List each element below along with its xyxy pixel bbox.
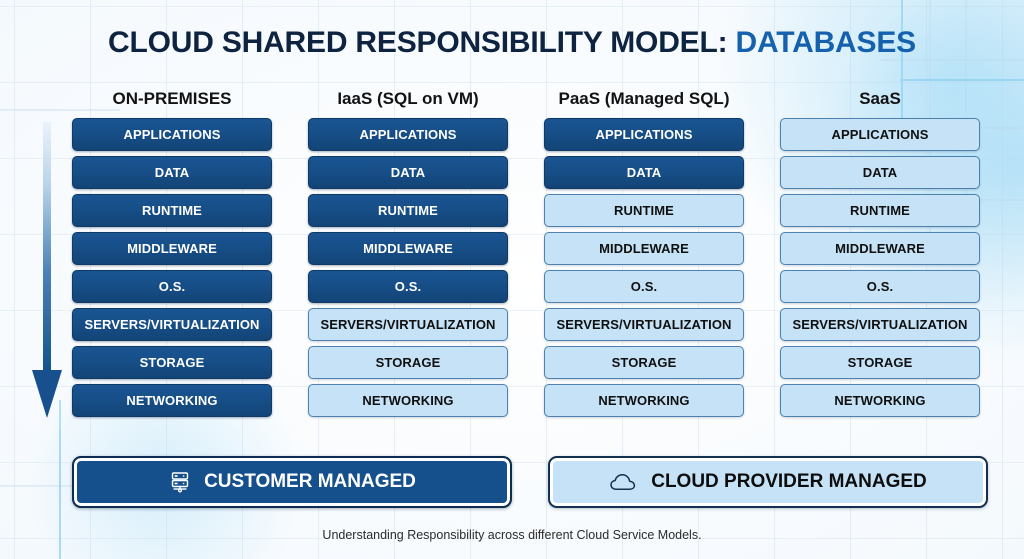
column-header-paas: PaaS (Managed SQL) [558, 89, 730, 108]
column-iaas: IaaS (SQL on VM) APPLICATIONS DATA RUNTI… [308, 86, 508, 417]
layer-applications[interactable]: APPLICATIONS [308, 118, 508, 151]
layer-os[interactable]: O.S. [72, 270, 272, 303]
responsibility-direction-arrow-icon [32, 122, 62, 418]
layer-stack-saas: APPLICATIONS DATA RUNTIME MIDDLEWARE O.S… [780, 118, 980, 417]
layer-storage[interactable]: STORAGE [544, 346, 744, 379]
column-header-iaas: IaaS (SQL on VM) [337, 89, 479, 108]
layer-data[interactable]: DATA [72, 156, 272, 189]
layer-storage[interactable]: STORAGE [72, 346, 272, 379]
layer-applications[interactable]: APPLICATIONS [72, 118, 272, 151]
layer-storage[interactable]: STORAGE [780, 346, 980, 379]
legend-customer-managed[interactable]: CUSTOMER MANAGED [72, 456, 512, 508]
page-title: CLOUD SHARED RESPONSIBILITY MODEL: DATAB… [0, 26, 1024, 60]
column-paas: PaaS (Managed SQL) APPLICATIONS DATA RUN… [544, 86, 744, 417]
layer-runtime[interactable]: RUNTIME [72, 194, 272, 227]
column-on-premises: ON-PREMISES APPLICATIONS DATA RUNTIME MI… [72, 86, 272, 417]
cloud-icon [609, 471, 639, 493]
service-model-columns: ON-PREMISES APPLICATIONS DATA RUNTIME MI… [72, 86, 988, 417]
layer-networking[interactable]: NETWORKING [308, 384, 508, 417]
layer-runtime[interactable]: RUNTIME [780, 194, 980, 227]
layer-servers-virtualization[interactable]: SERVERS/VIRTUALIZATION [544, 308, 744, 341]
layer-servers-virtualization[interactable]: SERVERS/VIRTUALIZATION [72, 308, 272, 341]
legend-cloud-provider-managed[interactable]: CLOUD PROVIDER MANAGED [548, 456, 988, 508]
layer-data[interactable]: DATA [780, 156, 980, 189]
layer-data[interactable]: DATA [308, 156, 508, 189]
layer-data[interactable]: DATA [544, 156, 744, 189]
legend: CUSTOMER MANAGED CLOUD PROVIDER MANAGED [72, 456, 988, 508]
layer-storage[interactable]: STORAGE [308, 346, 508, 379]
layer-stack-iaas: APPLICATIONS DATA RUNTIME MIDDLEWARE O.S… [308, 118, 508, 417]
server-rack-icon [168, 470, 192, 494]
layer-middleware[interactable]: MIDDLEWARE [780, 232, 980, 265]
layer-middleware[interactable]: MIDDLEWARE [72, 232, 272, 265]
page-title-main: CLOUD SHARED RESPONSIBILITY MODEL: [108, 26, 736, 59]
layer-stack-on-premises: APPLICATIONS DATA RUNTIME MIDDLEWARE O.S… [72, 118, 272, 417]
layer-middleware[interactable]: MIDDLEWARE [308, 232, 508, 265]
legend-cloud-provider-managed-label: CLOUD PROVIDER MANAGED [651, 471, 927, 492]
layer-servers-virtualization[interactable]: SERVERS/VIRTUALIZATION [308, 308, 508, 341]
layer-servers-virtualization[interactable]: SERVERS/VIRTUALIZATION [780, 308, 980, 341]
layer-runtime[interactable]: RUNTIME [544, 194, 744, 227]
layer-applications[interactable]: APPLICATIONS [780, 118, 980, 151]
layer-os[interactable]: O.S. [308, 270, 508, 303]
column-header-on-premises: ON-PREMISES [112, 89, 232, 108]
page-title-accent: DATABASES [735, 26, 917, 59]
layer-networking[interactable]: NETWORKING [544, 384, 744, 417]
layer-networking[interactable]: NETWORKING [72, 384, 272, 417]
layer-stack-paas: APPLICATIONS DATA RUNTIME MIDDLEWARE O.S… [544, 118, 744, 417]
layer-middleware[interactable]: MIDDLEWARE [544, 232, 744, 265]
layer-networking[interactable]: NETWORKING [780, 384, 980, 417]
footer-caption: Understanding Responsibility across diff… [322, 528, 702, 542]
layer-runtime[interactable]: RUNTIME [308, 194, 508, 227]
column-header-saas: SaaS [859, 89, 901, 108]
layer-applications[interactable]: APPLICATIONS [544, 118, 744, 151]
legend-customer-managed-label: CUSTOMER MANAGED [204, 471, 416, 492]
layer-os[interactable]: O.S. [544, 270, 744, 303]
layer-os[interactable]: O.S. [780, 270, 980, 303]
column-saas: SaaS APPLICATIONS DATA RUNTIME MIDDLEWAR… [780, 86, 980, 417]
